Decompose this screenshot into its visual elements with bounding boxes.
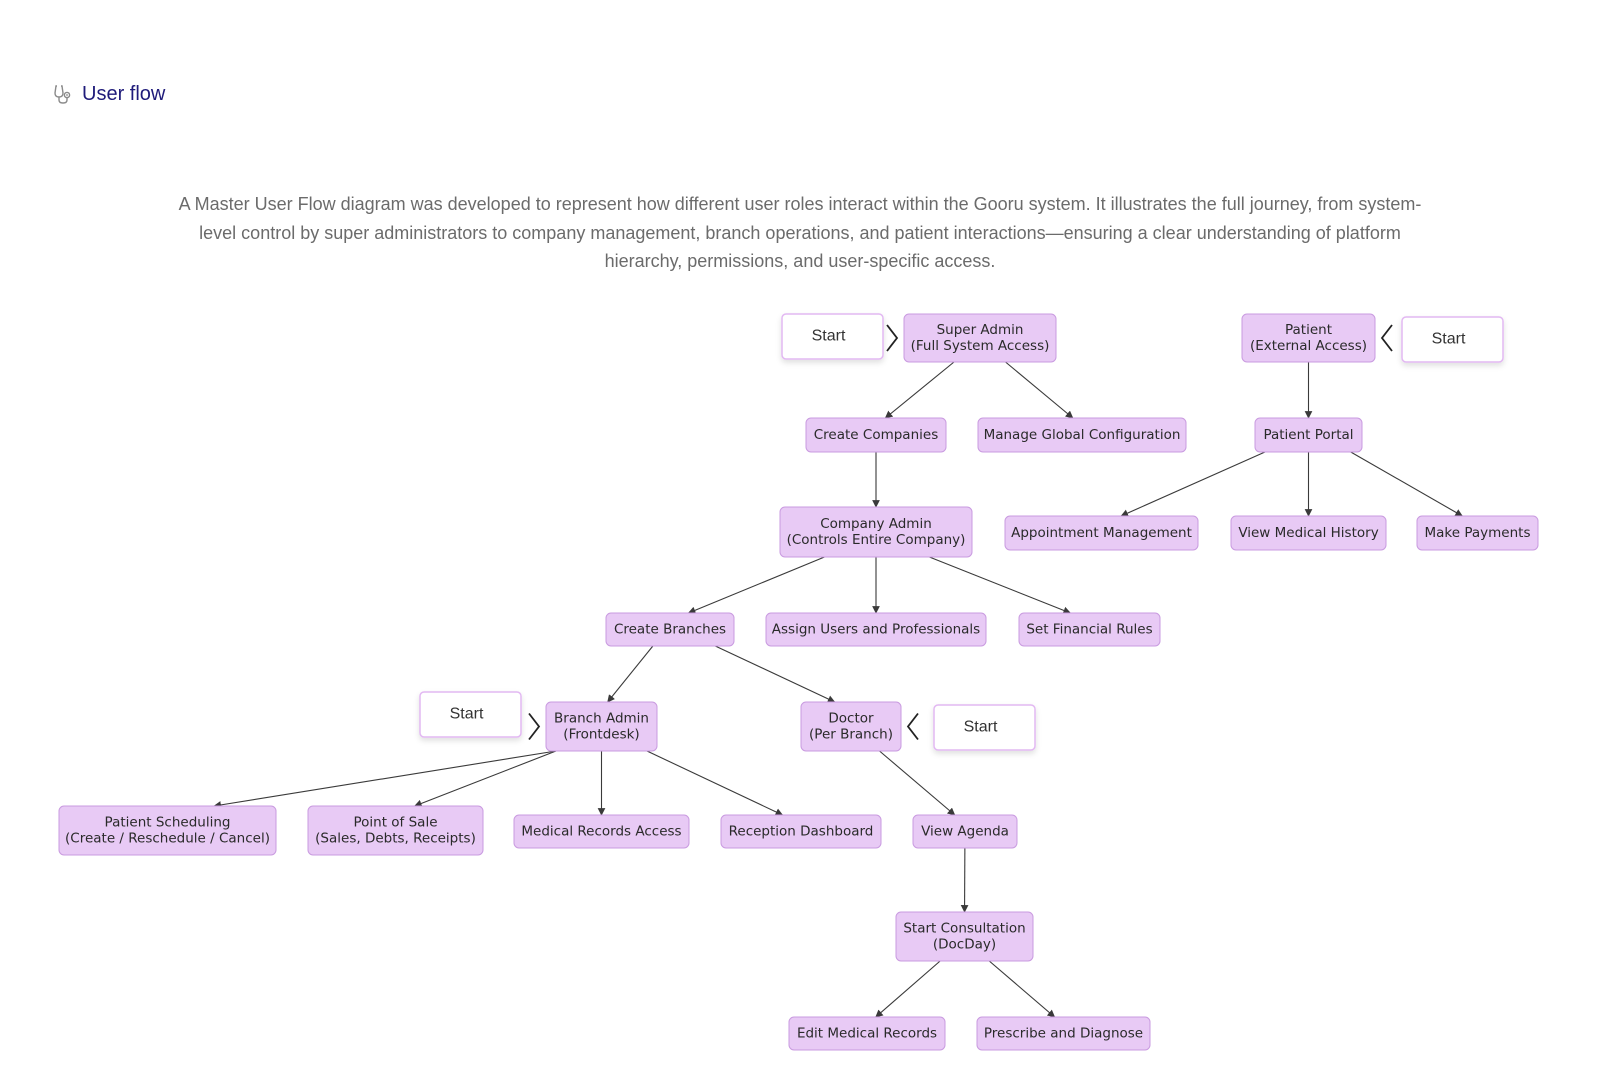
- node-create-branches: Create Branches: [605, 612, 735, 647]
- node-super-admin: Super Admin(Full System Access): [903, 313, 1057, 363]
- node-view-agenda: View Agenda: [912, 814, 1018, 849]
- edge-doctor-to-view-agenda: [879, 750, 956, 816]
- node-label: (Sales, Debts, Receipts): [315, 831, 476, 847]
- start-label: Start: [812, 328, 846, 345]
- node-label: Super Admin: [937, 322, 1024, 338]
- node-patient-scheduling: Patient Scheduling(Create / Reschedule /…: [58, 805, 277, 856]
- node-patient: Patient(External Access): [1241, 313, 1376, 363]
- node-label: (External Access): [1250, 338, 1367, 354]
- section-header: User flow: [52, 80, 165, 108]
- node-label: Reception Dashboard: [729, 824, 874, 840]
- node-label: Start Consultation: [903, 921, 1025, 937]
- section-title: User flow: [82, 82, 166, 105]
- node-make-payments: Make Payments: [1416, 515, 1539, 551]
- edge-branch-admin-to-point-of-sale: [414, 750, 557, 808]
- node-label: Assign Users and Professionals: [772, 622, 980, 638]
- node-manage-global: Manage Global Configuration: [977, 417, 1187, 453]
- node-label: Appointment Management: [1011, 525, 1192, 541]
- node-label: View Agenda: [921, 824, 1009, 840]
- node-view-medical-history: View Medical History: [1230, 515, 1387, 551]
- node-label: View Medical History: [1238, 525, 1378, 541]
- edge-patient-portal-to-make-payments: [1350, 451, 1463, 517]
- node-label: Make Payments: [1425, 525, 1531, 541]
- node-label: (Controls Entire Company): [787, 532, 966, 548]
- node-patient-portal: Patient Portal: [1254, 417, 1363, 453]
- node-doctor: Doctor(Per Branch): [800, 701, 902, 752]
- node-point-of-sale: Point of Sale(Sales, Debts, Receipts): [307, 805, 484, 856]
- node-label: Create Branches: [614, 622, 726, 638]
- node-medical-records-access: Medical Records Access: [513, 814, 690, 849]
- edge-branch-admin-to-patient-scheduling: [213, 750, 557, 809]
- chevron-icon: [1380, 324, 1393, 352]
- node-assign-users: Assign Users and Professionals: [765, 612, 987, 647]
- description-text: A Master User Flow diagram was developed…: [178, 194, 1422, 271]
- node-label: (DocDay): [933, 937, 996, 953]
- chevron-icon: [906, 712, 919, 741]
- node-label: Patient: [1285, 322, 1332, 338]
- start-label: Start: [1432, 331, 1466, 348]
- node-reception-dashboard: Reception Dashboard: [720, 814, 882, 849]
- chevron-icon: [886, 324, 899, 352]
- start-super-admin-node: Start: [781, 313, 884, 360]
- node-label: Prescribe and Diagnose: [984, 1026, 1143, 1042]
- node-label: Point of Sale: [353, 815, 437, 831]
- node-label: Create Companies: [814, 427, 938, 443]
- node-start-consultation: Start Consultation(DocDay): [895, 911, 1034, 962]
- node-label: (Full System Access): [911, 338, 1050, 354]
- node-label: Patient Portal: [1263, 427, 1353, 443]
- start-label: Start: [450, 706, 484, 723]
- start-patient-node: Start: [1401, 316, 1504, 363]
- node-label: (Frontdesk): [563, 727, 639, 743]
- node-label: Manage Global Configuration: [984, 427, 1181, 443]
- node-label: Branch Admin: [554, 711, 649, 727]
- edge-super-admin-to-create-companies: [884, 361, 955, 419]
- node-create-companies: Create Companies: [805, 417, 947, 453]
- edge-branch-admin-to-reception-dashboard: [646, 750, 784, 816]
- start-branch-admin-node: Start: [419, 691, 522, 738]
- node-label: Patient Scheduling: [105, 815, 231, 831]
- node-label: Medical Records Access: [521, 824, 681, 840]
- node-label: Company Admin: [820, 516, 932, 532]
- edge-patient-portal-to-appointment-management: [1120, 451, 1266, 517]
- node-edit-medical-records: Edit Medical Records: [788, 1016, 946, 1051]
- edge-create-branches-to-doctor: [715, 645, 836, 703]
- start-doctor-node: Start: [933, 704, 1036, 751]
- edge-create-branches-to-branch-admin: [607, 645, 654, 703]
- edge-start-consultation-to-edit-medical-records: [875, 960, 941, 1018]
- node-prescribe-diagnose: Prescribe and Diagnose: [976, 1016, 1151, 1051]
- node-label: Set Financial Rules: [1026, 622, 1152, 638]
- edge-company-admin-to-create-branches: [687, 556, 825, 614]
- edge-company-admin-to-set-financial: [929, 556, 1072, 615]
- node-label: (Create / Reschedule / Cancel): [65, 831, 270, 847]
- edge-start-consultation-to-prescribe-diagnose: [988, 960, 1056, 1018]
- chevron-icon: [528, 712, 541, 741]
- node-label: Edit Medical Records: [797, 1026, 937, 1042]
- node-label: Doctor: [828, 711, 874, 727]
- start-label: Start: [964, 719, 998, 736]
- stethoscope-icon: [52, 83, 74, 105]
- node-company-admin: Company Admin(Controls Entire Company): [779, 506, 973, 558]
- node-set-financial: Set Financial Rules: [1018, 612, 1161, 647]
- node-appointment-management: Appointment Management: [1004, 515, 1199, 551]
- node-label: (Per Branch): [809, 727, 893, 743]
- edge-super-admin-to-manage-global: [1005, 361, 1074, 419]
- node-branch-admin: Branch Admin(Frontdesk): [545, 701, 658, 752]
